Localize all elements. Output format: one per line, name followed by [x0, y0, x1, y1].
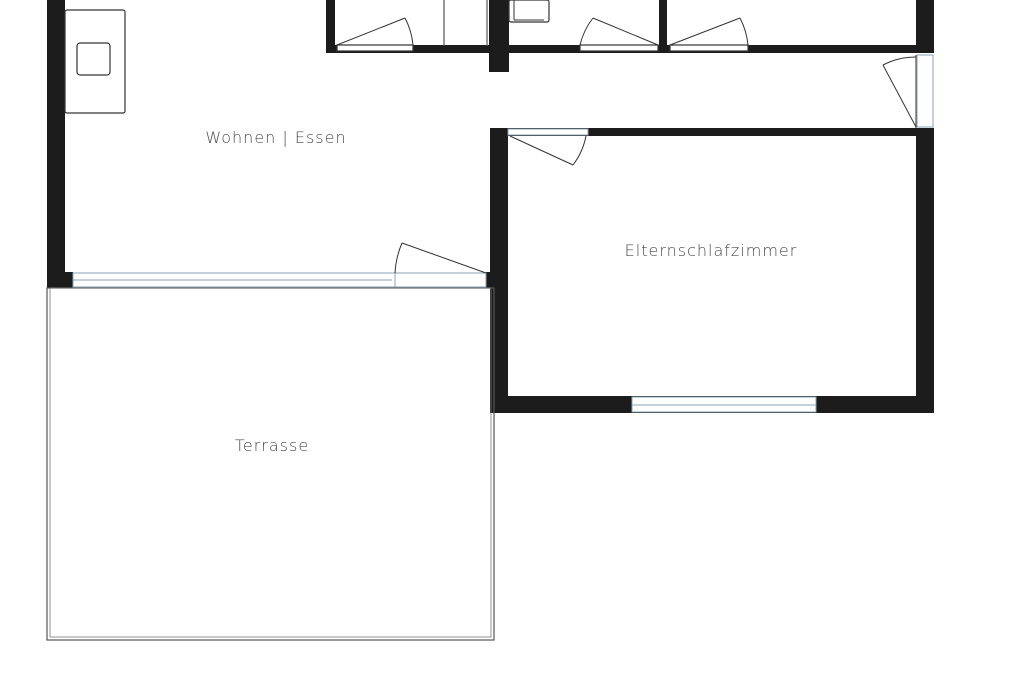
- terrace-inner-outline: [49, 287, 492, 638]
- wall-bedroom-left: [490, 128, 508, 413]
- window-right-door-frame: [916, 54, 934, 128]
- room-label-wohnen-essen: Wohnen | Essen: [205, 128, 346, 147]
- terrace: [46, 287, 495, 641]
- wall-living-bottom-corner: [47, 272, 73, 288]
- wall-bedroom-top: [490, 128, 933, 136]
- door-frame-2: [579, 44, 659, 52]
- window-bedroom-top-door: [507, 128, 589, 136]
- room-label-elternschlafzimmer: Elternschlafzimmer: [625, 241, 798, 260]
- room-labels: Wohnen | Essen Elternschlafzimmer Terras…: [205, 128, 798, 455]
- wall-living-bottom-right: [486, 272, 508, 288]
- room-label-terrasse: Terrasse: [235, 436, 309, 455]
- window-living-terrace-door: [394, 272, 487, 288]
- interior-lines: [443, 0, 917, 128]
- wall-bedroom-right: [916, 128, 934, 413]
- wall-left-living: [47, 0, 65, 288]
- wall-top-cluster-left: [326, 0, 335, 52]
- terrace-outline: [46, 287, 495, 641]
- door-frame-1: [336, 44, 414, 52]
- wall-divider-1: [659, 0, 667, 53]
- wall-right-top: [916, 0, 934, 53]
- fixtures: [64, 0, 550, 114]
- doors: [336, 17, 917, 274]
- wall-pillar: [489, 0, 509, 72]
- washbasin-icon: [508, 0, 550, 23]
- walls: [47, 0, 934, 413]
- door-frame-3: [669, 44, 749, 52]
- sink-icon: [76, 42, 111, 76]
- windows: [72, 54, 934, 413]
